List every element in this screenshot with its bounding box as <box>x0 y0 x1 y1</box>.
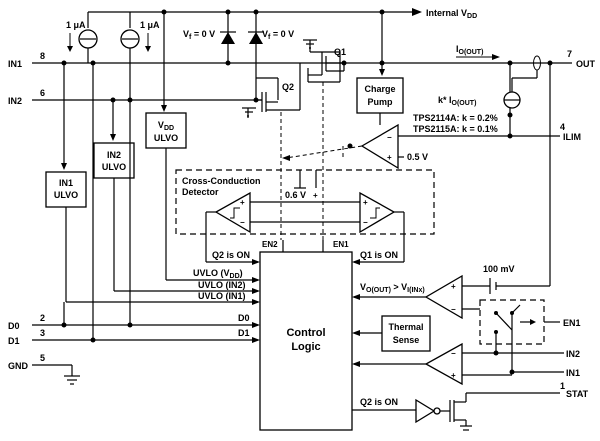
thermal-line2: Sense <box>393 335 420 345</box>
q1-is-on-label: Q1 is ON <box>360 250 398 260</box>
in2-uvlo-line2: ULVO <box>102 162 126 172</box>
vdd-uvlo-line1: VDD <box>158 120 174 132</box>
pin-stat-num: 1 <box>560 381 565 391</box>
pin-d0-name: D0 <box>8 321 20 331</box>
io-out-label: IO(OUT) <box>456 44 483 56</box>
pin-in1-num: 8 <box>40 51 45 61</box>
internal-vdd-label: Internal VDD <box>426 8 477 20</box>
vo-compare-label: VO(OUT) > VI(INx) <box>360 282 425 294</box>
uvlo-vdd-label: UVLO (VDD) <box>193 268 243 280</box>
charge-pump-line2: Pump <box>367 97 393 107</box>
diode-2 <box>249 32 263 44</box>
ccd-title-line1: Cross-Conduction <box>182 176 261 186</box>
uvlo-in2-label: UVLO (IN2) <box>198 280 246 290</box>
src2-label: 1 μA <box>140 20 160 30</box>
vout-comparator <box>424 274 463 320</box>
ccd-ref-plus: + <box>313 191 318 200</box>
tps2114-note: TPS2114A: k = 0.2% <box>413 113 498 123</box>
ilim-amp-minus: − <box>387 133 392 142</box>
in2-input-label: IN2 <box>566 349 580 359</box>
ccd-right-minus: − <box>363 218 368 227</box>
stat-inverter <box>415 398 436 424</box>
control-logic-line2: Logic <box>291 341 320 353</box>
ccd-title-line2: Detector <box>182 187 219 197</box>
pin-ilim-num: 4 <box>560 122 565 132</box>
pin-d1-num: 3 <box>40 328 45 338</box>
pin-out-name: OUT <box>576 59 596 69</box>
hysteresis-left-icon <box>230 207 240 219</box>
in2-uvlo-line1: IN2 <box>107 150 121 160</box>
vout-cmp-minus: − <box>451 305 456 314</box>
d1-signal-label: D1 <box>238 328 250 338</box>
charge-pump-line1: Charge <box>364 84 395 94</box>
control-logic-line1: Control <box>286 327 325 339</box>
in1-uvlo-line2: ULVO <box>54 190 78 200</box>
en2-label: EN2 <box>262 240 278 249</box>
ilim-amp-plus: + <box>387 153 392 162</box>
pin-d0-num: 2 <box>40 313 45 323</box>
d0-signal-label: D0 <box>238 313 250 323</box>
in1-uvlo-line1: IN1 <box>59 178 73 188</box>
input-comparator <box>424 342 463 386</box>
thermal-line1: Thermal <box>388 322 423 332</box>
pin-gnd-num: 5 <box>40 353 45 363</box>
pin-stat-name: STAT <box>566 389 589 399</box>
pin-d1-name: D1 <box>8 336 20 346</box>
pin-in2-name: IN2 <box>8 96 22 106</box>
input-cmp-minus: − <box>451 349 456 358</box>
ccd-comparator-left <box>214 191 251 234</box>
hysteresis-right-icon <box>370 207 380 219</box>
q2-label: Q2 <box>282 82 294 92</box>
ilim-amplifier <box>360 123 399 170</box>
kio-label: k* IO(OUT) <box>438 95 476 107</box>
vdd-uvlo-line2: ULVO <box>154 133 178 143</box>
pin-ilim-name: ILIM <box>563 132 581 142</box>
in1-input-label: IN1 <box>566 368 580 378</box>
control-logic-block <box>259 251 353 431</box>
ref-05v: 0.5 V <box>407 152 428 162</box>
in1-uvlo-block <box>45 171 87 208</box>
src1-label: 1 μA <box>66 20 86 30</box>
q2-is-on-stat-label: Q2 is ON <box>360 397 398 407</box>
cross-conduction-detector <box>175 169 435 235</box>
pin-in1-name: IN1 <box>8 59 22 69</box>
vdd-uvlo-block <box>145 112 187 149</box>
pin-out-num: 7 <box>567 49 572 59</box>
ccd-comparator-right <box>359 191 396 234</box>
ref-06v: 0.6 V <box>285 190 306 200</box>
vout-cmp-plus: + <box>451 282 456 291</box>
ref-100mv: 100 mV <box>483 264 515 274</box>
en1-input-label: EN1 <box>563 318 581 328</box>
q2-is-on-label: Q2 is ON <box>212 250 250 260</box>
ccd-left-minus: − <box>240 218 245 227</box>
ccd-right-plus: + <box>363 198 368 207</box>
diode-1-label: Vf = 0 V <box>183 29 215 41</box>
en1-label: EN1 <box>333 240 349 249</box>
pin-gnd-name: GND <box>8 361 29 371</box>
diode-2-label: Vf = 0 V <box>262 29 294 41</box>
in2-uvlo-block <box>93 142 135 179</box>
ccd-left-plus: + <box>240 198 245 207</box>
vdd-arrow-icon <box>412 8 422 16</box>
thermal-sense-block <box>381 315 431 352</box>
uvlo-in1-label: UVLO (IN1) <box>198 291 246 301</box>
diode-1 <box>221 32 235 44</box>
tps2115-note: TPS2115A: k = 0.1% <box>413 124 498 134</box>
input-cmp-plus: + <box>451 371 456 380</box>
pin-in2-num: 6 <box>40 88 45 98</box>
